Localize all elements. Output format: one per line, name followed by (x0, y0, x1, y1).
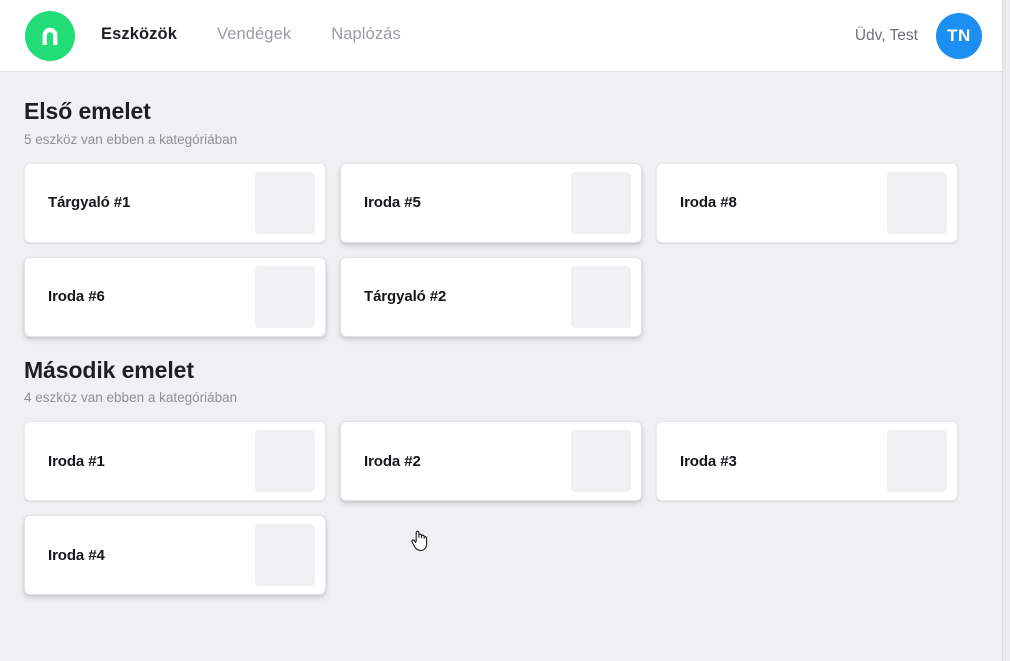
device-thumbnail-placeholder (571, 430, 631, 493)
section-title: Második emelet (24, 356, 194, 383)
brand-logo-icon[interactable] (25, 10, 75, 61)
section-elso-emelet: Első emelet 5 eszköz van ebben a kategór… (24, 98, 982, 337)
device-card-grid: Iroda #1 Iroda #2 Iroda #3 Iroda #4 (24, 421, 982, 596)
nav-tab-naplozas[interactable]: Naplózás (331, 25, 401, 43)
device-card[interactable]: Tárgyaló #2 (340, 256, 642, 337)
device-card[interactable]: Iroda #5 (340, 162, 642, 243)
device-card-title: Iroda #2 (364, 452, 421, 470)
user-greeting: Üdv, Test (854, 26, 918, 44)
device-card-title: Iroda #6 (48, 288, 105, 306)
device-card[interactable]: Iroda #1 (24, 421, 326, 502)
device-thumbnail-placeholder (887, 171, 947, 234)
header-user-area: Üdv, Test TN (854, 12, 1006, 59)
device-card-title: Iroda #3 (680, 452, 737, 470)
device-thumbnail-placeholder (571, 171, 631, 234)
device-card[interactable]: Iroda #2 (340, 421, 642, 502)
device-thumbnail-placeholder (887, 430, 947, 493)
section-subtitle: 4 eszköz van ebben a kategóriában (24, 390, 238, 406)
app-header: Eszközök Vendégek Naplózás Üdv, Test TN (0, 0, 1006, 72)
device-card[interactable]: Iroda #8 (656, 162, 958, 243)
device-card-title: Iroda #5 (364, 194, 421, 212)
main-content: Első emelet 5 eszköz van ebben a kategór… (0, 72, 1006, 615)
device-thumbnail-placeholder (255, 430, 315, 493)
device-card[interactable]: Iroda #3 (656, 421, 958, 502)
section-masodik-emelet: Második emelet 4 eszköz van ebben a kate… (24, 357, 982, 596)
device-card-grid: Tárgyaló #1 Iroda #5 Iroda #8 Iroda #6 T (24, 162, 982, 337)
section-subtitle: 5 eszköz van ebben a kategóriában (24, 131, 238, 147)
device-card-title: Tárgyaló #1 (48, 194, 131, 212)
avatar[interactable]: TN (936, 12, 982, 59)
device-card-title: Iroda #8 (680, 194, 737, 212)
main-nav: Eszközök Vendégek Naplózás (101, 0, 441, 72)
nav-tab-eszkozok[interactable]: Eszközök (101, 25, 177, 43)
device-thumbnail-placeholder (255, 524, 315, 587)
device-card-title: Tárgyaló #2 (364, 288, 447, 306)
section-title: Első emelet (24, 98, 151, 124)
device-card[interactable]: Iroda #4 (24, 515, 326, 596)
vertical-scrollbar[interactable] (1002, 0, 1006, 661)
device-card[interactable]: Iroda #6 (24, 256, 326, 337)
device-thumbnail-placeholder (571, 265, 631, 328)
device-thumbnail-placeholder (255, 265, 315, 328)
device-thumbnail-placeholder (255, 171, 315, 234)
device-card-title: Iroda #4 (48, 546, 105, 564)
device-card-title: Iroda #1 (48, 452, 105, 470)
nav-tab-vendegek[interactable]: Vendégek (217, 25, 292, 43)
device-card[interactable]: Tárgyaló #1 (24, 162, 326, 243)
